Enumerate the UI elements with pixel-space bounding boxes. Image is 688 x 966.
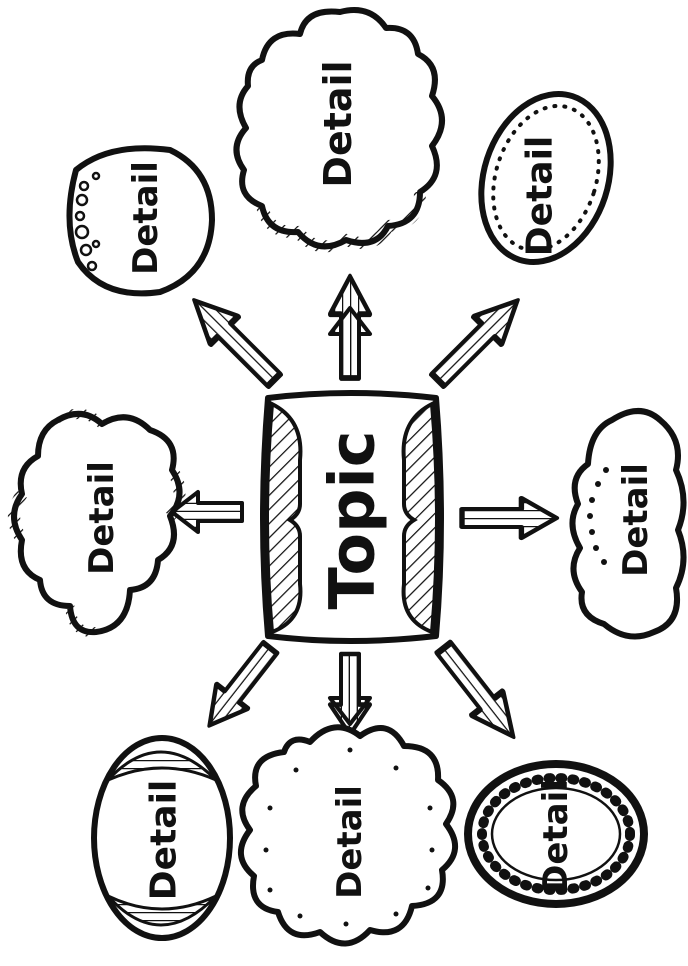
arrow-to-top-center — [328, 273, 372, 381]
detail-label-top-center: Detail — [316, 60, 360, 187]
arrow-to-bottom-left — [207, 639, 280, 728]
detail-node-bottom-left: Detail — [91, 735, 233, 941]
detail-label-bottom-left: Detail — [144, 780, 185, 900]
detail-label-mid-right: Detail — [616, 463, 656, 577]
detail-node-top-right: Detail — [478, 90, 614, 266]
topic-box: Topic — [260, 390, 444, 644]
detail-node-top-left: Detail — [66, 145, 215, 297]
detail-label-bottom-center: Detail — [330, 785, 370, 899]
detail-node-mid-left: Detail — [8, 409, 186, 638]
arrow-to-top-right — [428, 298, 520, 390]
arrow-to-top-left — [192, 298, 284, 390]
arrow-to-mid-right — [459, 496, 560, 540]
detail-node-bottom-center: Detail — [238, 724, 458, 947]
detail-node-bottom-right: Detail — [464, 760, 648, 908]
detail-label-mid-left: Detail — [82, 461, 122, 575]
topic-label: Topic — [316, 430, 389, 609]
detail-label-bottom-right: Detail — [536, 779, 576, 893]
detail-label-top-left: Detail — [126, 161, 166, 275]
arrow-to-bottom-right — [434, 639, 516, 740]
arrow-to-bottom-center — [328, 651, 372, 737]
detail-node-top-center: Detail — [233, 7, 445, 253]
detail-label-top-right: Detail — [520, 136, 561, 256]
detail-node-mid-right: Detail — [569, 408, 687, 640]
